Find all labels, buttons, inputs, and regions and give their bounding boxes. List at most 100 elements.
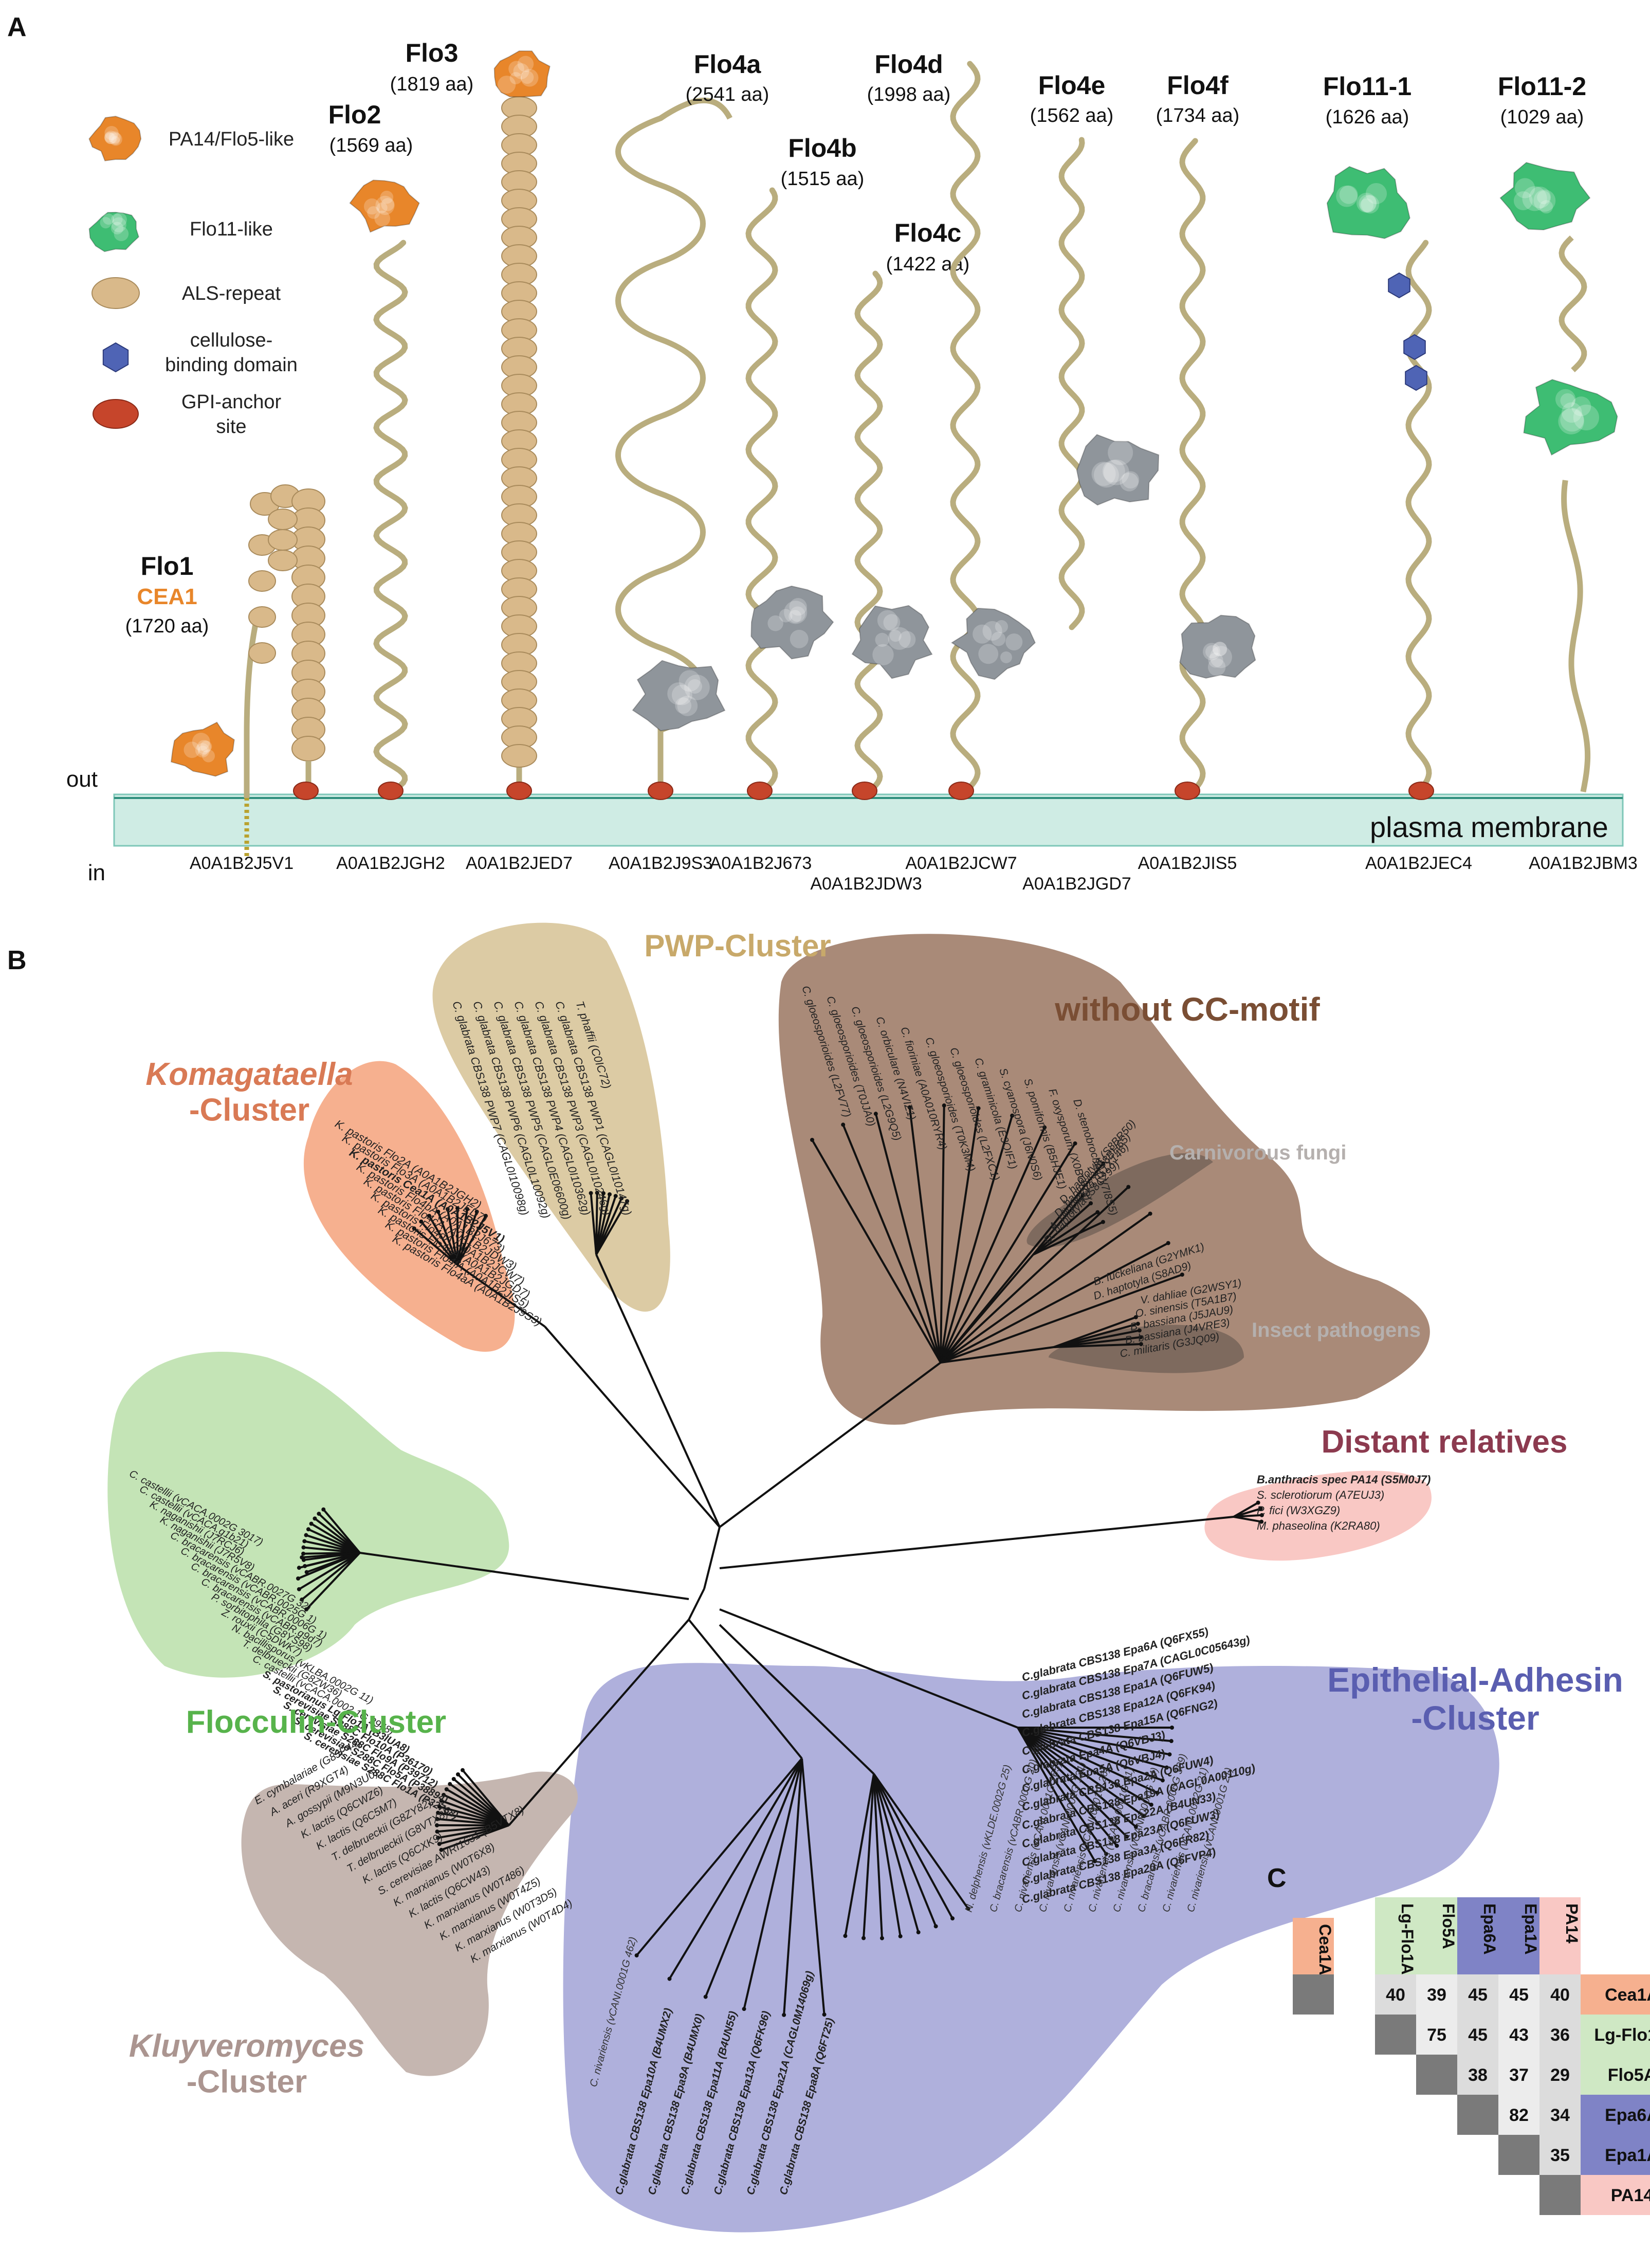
- leaf-branch: [449, 1783, 510, 1826]
- cluster-leaves-distant: B.anthracis spec PA14 (S5M0J7)S. sclerot…: [1257, 1473, 1431, 1532]
- flo11-2-domain-c-body: [1523, 379, 1618, 456]
- flo4c-grey-domain-body: [851, 605, 933, 679]
- accession-id: A0A1B2J9S3: [609, 854, 712, 873]
- leaf-branch: [873, 1773, 883, 1938]
- matrix-cell: [1457, 2055, 1498, 2095]
- leaf-branch: [437, 1811, 509, 1826]
- flo1-pa14-domain-lobe: [197, 740, 211, 754]
- node: [634, 1953, 639, 1958]
- flo4f-grey-domain-lobe: [1207, 658, 1226, 676]
- node: [619, 1196, 624, 1201]
- accession-id: A0A1B2JEC4: [1365, 854, 1472, 873]
- accession-id: A0A1B2JBM3: [1529, 854, 1638, 873]
- leaf-branch: [453, 1778, 510, 1826]
- matrix-cell: [1457, 2015, 1498, 2055]
- flo4b-grey-domain-lobe: [790, 629, 809, 648]
- protein-name: Flo3: [406, 39, 459, 67]
- flo11-icon-lobe: [111, 213, 123, 225]
- flo11-2-domain-n-lobe: [1539, 200, 1553, 214]
- clade-stem: [595, 1254, 721, 1528]
- node: [1073, 1141, 1077, 1146]
- matrix-value: 40: [1386, 1985, 1405, 2005]
- matrix-value: 82: [1509, 2106, 1529, 2125]
- flo4e-grey-domain-lobe: [1094, 462, 1119, 488]
- leaf-branch: [439, 1805, 509, 1826]
- node: [1089, 1201, 1093, 1206]
- column-header: Epa6A: [1480, 1903, 1499, 1955]
- leaf-branch: [1053, 1322, 1139, 1348]
- node: [1169, 1739, 1174, 1744]
- node: [484, 1213, 488, 1218]
- leaf-branch: [437, 1211, 459, 1265]
- node: [942, 1103, 946, 1108]
- node: [1125, 1835, 1129, 1839]
- cluster-title: without CC-motif: [1054, 991, 1320, 1028]
- flo11-2-stalk-lower: [1561, 480, 1591, 792]
- cluster-title: Flocculin-Cluster: [186, 1704, 446, 1740]
- flo11-2-domain-n-lobe: [1537, 191, 1551, 204]
- row-header-box: [1581, 2055, 1650, 2095]
- matrix-cell: [1416, 1974, 1457, 2015]
- leaf-branch: [595, 1192, 598, 1255]
- leaf-branch: [874, 1113, 942, 1363]
- flo3-pa14-domain-lobe: [520, 70, 534, 84]
- pa14-icon-lobe: [111, 136, 120, 145]
- node: [976, 1106, 981, 1111]
- leaf-branch: [668, 1757, 803, 1980]
- row-header: Flo5A: [1608, 2065, 1650, 2085]
- row-header: Cea1A: [1605, 1985, 1650, 2005]
- node: [1101, 1220, 1105, 1224]
- leaf-label: M. phaseolina (K2RA80): [1257, 1519, 1380, 1532]
- phylogenetic-tree: [296, 1103, 1264, 2017]
- leaf-branch: [636, 1757, 803, 1956]
- leaf-branch: [940, 1105, 945, 1363]
- node: [461, 1768, 465, 1772]
- matrix-value: 36: [1550, 2025, 1570, 2045]
- matrix-value: 40: [1550, 1985, 1570, 2005]
- leaf-branch: [1017, 1727, 1167, 1769]
- flo11-1-stalk: [1405, 240, 1432, 795]
- flo11-1-domain: [1326, 166, 1410, 239]
- flo11-2-domain-c-lobe: [1561, 402, 1582, 423]
- leaf-branch: [1033, 1221, 1104, 1256]
- leaf-branch: [437, 1818, 509, 1826]
- leaf-branch: [305, 1552, 361, 1610]
- flo4d-grey-domain-lobe: [991, 631, 1006, 646]
- node: [625, 1199, 629, 1204]
- leaf-branch: [446, 1209, 459, 1265]
- protein-name: Flo4c: [894, 219, 962, 247]
- node: [703, 1994, 708, 1999]
- protein-name: Flo4b: [788, 134, 856, 162]
- flo4a-grey-domain-lobe: [671, 684, 692, 705]
- flo4f-grey-domain: [1179, 614, 1256, 679]
- clade-stem: [456, 1264, 546, 1328]
- flo4a-grey-domain-lobe: [679, 670, 701, 692]
- flo4f-grey-domain-lobe: [1209, 646, 1232, 668]
- node: [613, 1194, 618, 1199]
- node: [843, 1934, 848, 1938]
- flo4a-grey-domain-lobe: [677, 695, 698, 716]
- leaf-branch: [1017, 1727, 1128, 1838]
- column-header-box: [1539, 1897, 1581, 1974]
- flo4f-grey-domain-lobe: [1208, 652, 1223, 668]
- leaf-branch: [940, 1274, 1183, 1364]
- leaf-branch: [908, 1107, 942, 1363]
- legend-label: ALS-repeat: [182, 283, 281, 304]
- leaf-branch: [873, 1773, 969, 1910]
- node: [1114, 1843, 1119, 1848]
- node: [1164, 1765, 1169, 1770]
- node: [1142, 1814, 1146, 1819]
- leaf-branch: [1017, 1727, 1118, 1847]
- cluster-region-flocc: [107, 1352, 509, 1678]
- node: [306, 1527, 310, 1532]
- flo4e-grey-domain-lobe: [1108, 440, 1133, 465]
- flo3-pa14-domain-lobe: [517, 56, 534, 72]
- flo4e-grey-domain-lobe: [1091, 462, 1116, 486]
- leaf-branch: [873, 1773, 954, 1919]
- leaf-branch: [743, 1758, 803, 2009]
- flo11-icon-body: [88, 211, 139, 252]
- leaf-branch: [413, 1227, 459, 1266]
- gpi-anchor: [293, 782, 319, 800]
- subgroup-region-carnivorous: [1026, 1153, 1213, 1248]
- flo11-2-stalk-upper: [1559, 235, 1587, 372]
